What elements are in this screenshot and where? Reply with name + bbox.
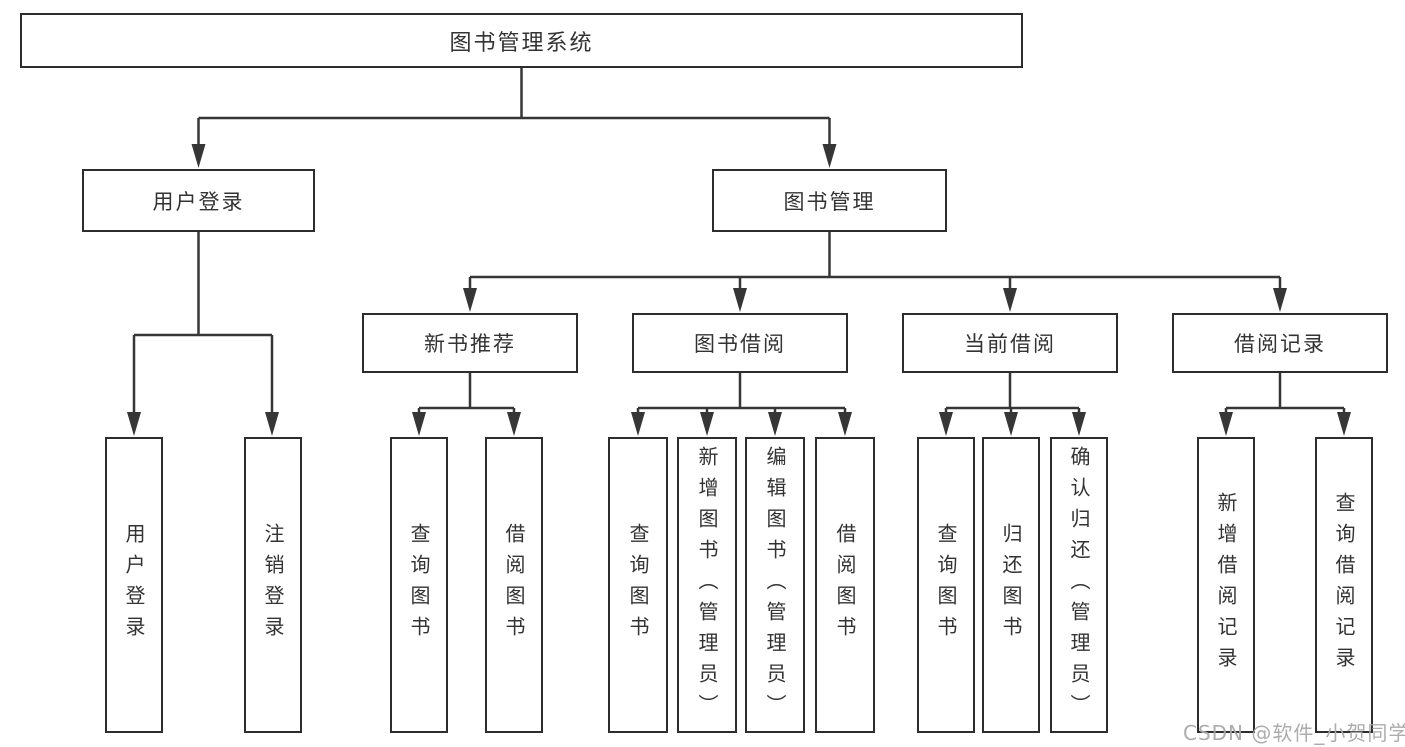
node-borrow-records-label: 借阅记录 xyxy=(1234,332,1326,356)
node-current-borrow: 当前借阅 xyxy=(902,313,1118,373)
leaf-query-books-2: 查询图书 xyxy=(608,437,668,733)
leaf-return-book-label: 归还图书 xyxy=(999,523,1023,647)
leaf-add-book-admin: 新增图书（管理员） xyxy=(677,437,737,733)
leaf-user-login-label: 用户登录 xyxy=(122,523,146,647)
leaf-add-borrow-record: 新增借阅记录 xyxy=(1197,437,1255,733)
leaf-logout-label: 注销登录 xyxy=(261,523,285,647)
leaf-edit-book-admin: 编辑图书（管理员） xyxy=(745,437,805,733)
leaf-borrow-books-2-label: 借阅图书 xyxy=(833,523,857,647)
node-book-management: 图书管理 xyxy=(712,169,947,232)
leaf-add-book-admin-label: 新增图书（管理员） xyxy=(695,445,719,725)
node-book-management-label: 图书管理 xyxy=(783,189,876,214)
leaf-confirm-return-admin-label: 确认归还（管理员） xyxy=(1067,445,1091,725)
csdn-watermark: CSDN @软件_小贺同学 xyxy=(1183,721,1405,745)
leaf-query-borrow-record-label: 查询借阅记录 xyxy=(1332,492,1356,678)
leaf-add-borrow-record-label: 新增借阅记录 xyxy=(1214,492,1238,678)
node-current-borrow-label: 当前借阅 xyxy=(964,332,1056,356)
node-book-borrow: 图书借阅 xyxy=(632,313,848,373)
leaf-borrow-books-1-label: 借阅图书 xyxy=(502,523,526,647)
leaf-query-borrow-record: 查询借阅记录 xyxy=(1315,437,1373,733)
leaf-query-books-1-label: 查询图书 xyxy=(407,523,431,647)
leaf-logout: 注销登录 xyxy=(244,437,302,733)
node-root-label: 图书管理系统 xyxy=(449,30,594,56)
node-book-borrow-label: 图书借阅 xyxy=(694,332,786,356)
leaf-borrow-books-2: 借阅图书 xyxy=(815,437,875,733)
leaf-query-books-3-label: 查询图书 xyxy=(934,523,958,647)
node-root-system: 图书管理系统 xyxy=(20,13,1023,68)
leaf-confirm-return-admin: 确认归还（管理员） xyxy=(1050,437,1108,733)
leaf-return-book: 归还图书 xyxy=(982,437,1040,733)
leaf-edit-book-admin-label: 编辑图书（管理员） xyxy=(763,445,787,725)
leaf-query-books-2-label: 查询图书 xyxy=(626,523,650,647)
leaf-borrow-books-1: 借阅图书 xyxy=(485,437,543,733)
node-borrow-records: 借阅记录 xyxy=(1172,313,1388,373)
leaf-query-books-1: 查询图书 xyxy=(390,437,448,733)
node-user-login-label: 用户登录 xyxy=(152,189,245,214)
node-user-login: 用户登录 xyxy=(82,169,315,232)
node-new-book-recommend: 新书推荐 xyxy=(362,313,578,373)
leaf-user-login: 用户登录 xyxy=(105,437,163,733)
leaf-query-books-3: 查询图书 xyxy=(917,437,975,733)
node-new-book-recommend-label: 新书推荐 xyxy=(424,332,516,356)
